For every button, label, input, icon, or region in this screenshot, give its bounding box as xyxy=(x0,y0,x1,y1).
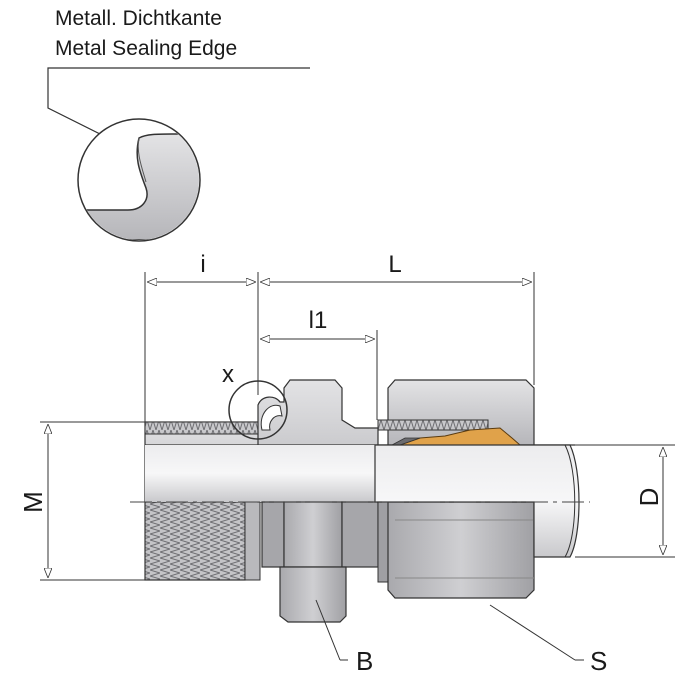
leader-b xyxy=(315,599,341,661)
hex-b-flank-left xyxy=(261,501,285,568)
hex-b-flank-right xyxy=(341,501,379,568)
nut-s-lower xyxy=(387,501,535,599)
male-thread-visible xyxy=(144,501,246,581)
caption-english: Metal Sealing Edge xyxy=(55,37,237,60)
sealing-edge-profile xyxy=(79,133,199,240)
dim-M-label: M xyxy=(18,491,48,513)
leader-s xyxy=(489,604,576,661)
label-s: S xyxy=(590,646,607,676)
dim-l1-label: l1 xyxy=(309,307,328,334)
inner-bore xyxy=(145,445,375,502)
hex-b-bottom xyxy=(279,566,347,623)
dim-D-label: D xyxy=(634,488,664,507)
dim-i-label: i xyxy=(200,251,205,278)
body-neck xyxy=(377,501,389,583)
sealing-groove xyxy=(260,404,283,431)
male-thread-teeth xyxy=(144,421,261,435)
label-b: B xyxy=(356,646,373,676)
detail-x-circle xyxy=(228,380,288,440)
caption-german: Metall. Dichtkante xyxy=(55,7,222,30)
sealing-edge-line xyxy=(137,137,147,183)
fitting-body xyxy=(130,379,590,623)
thread-undercut xyxy=(244,501,261,581)
tube xyxy=(374,444,580,558)
detail-inset: Metall. Dichtkante Metal Sealing Edge xyxy=(47,7,310,242)
dimension-lines: i L l1 M D xyxy=(18,251,675,581)
caption-leader-line xyxy=(47,67,310,151)
dim-L-label: L xyxy=(388,251,401,278)
nut-thread xyxy=(377,419,489,431)
hex-b-face xyxy=(283,501,343,568)
detail-x-label: x xyxy=(222,361,234,388)
cutting-ring xyxy=(399,427,522,446)
